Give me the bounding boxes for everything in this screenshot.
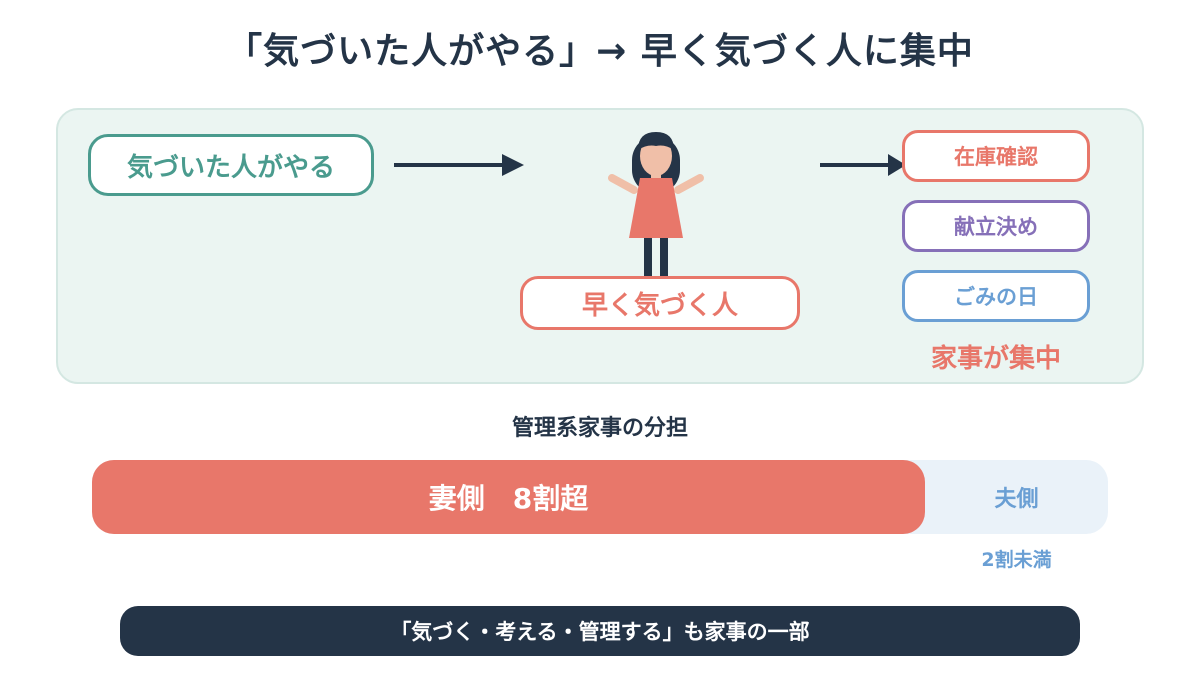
page-title: 「気づいた人がやる」→ 早く気づく人に集中 bbox=[226, 31, 974, 72]
arrow-right-icon bbox=[394, 154, 524, 176]
tasks-caption: 家事が集中 bbox=[930, 344, 1061, 374]
person-pill: 早く気づく人 bbox=[520, 276, 800, 330]
task-pill-stock-check: 在庫確認 bbox=[902, 130, 1090, 182]
task-pill-menu-planning: 献立決め bbox=[902, 200, 1090, 252]
task-pill-garbage-day: ごみの日 bbox=[902, 270, 1090, 322]
share-title: 管理系家事の分担 bbox=[511, 416, 688, 441]
share-bar-husband-label: 夫側 bbox=[994, 487, 1039, 512]
footer-banner: 「気づく・考える・管理する」も家事の一部 bbox=[120, 606, 1080, 656]
person-icon bbox=[608, 132, 704, 278]
arrow-right-icon bbox=[820, 154, 906, 176]
share-bar-husband-sub: 2割未満 bbox=[981, 549, 1052, 571]
source-pill: 気づいた人がやる bbox=[88, 134, 374, 196]
share-bar-wife: 妻側 8割超 bbox=[92, 460, 925, 534]
